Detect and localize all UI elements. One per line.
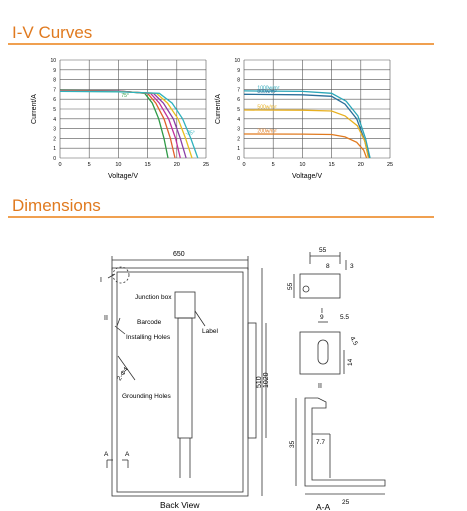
chart2-series-label: 500w/m²	[257, 104, 277, 110]
chart2-ytick-label: 1	[237, 146, 240, 152]
aa-caption: A-A	[316, 502, 331, 511]
chart1-ytick-label: 2	[53, 136, 56, 142]
chart1-ytick-label: 0	[53, 156, 56, 162]
chart2-xtick-label: 10	[299, 162, 305, 168]
section-a-left-label: A	[104, 451, 109, 458]
chart2-xtick-label: 20	[358, 162, 364, 168]
aa-dim-width: 25	[342, 499, 350, 506]
chart1-series-line	[59, 90, 199, 159]
chart1-ytick-label: 6	[53, 97, 56, 103]
chart2-xtick-label: 15	[329, 162, 335, 168]
chart1-xtick-label: 10	[115, 162, 121, 168]
chart1-series-line	[59, 89, 169, 159]
height-dim-inner-text: 510	[256, 376, 263, 388]
chart1-xtick-label: 5	[88, 162, 91, 168]
chart1-ytick-label: 5	[53, 107, 56, 113]
dimensions-drawing: 650 510 1020 I II Junction box Barcode L…	[100, 247, 386, 511]
panel-side-rail	[247, 322, 257, 439]
aa-dim-inner: 7.7	[316, 439, 325, 446]
chart2-series-line	[243, 133, 368, 159]
chart1-xtick-label: 0	[58, 162, 61, 168]
chart2-ytick-label: 0	[237, 156, 240, 162]
detail-ii-dim-4-5: 4.5	[348, 336, 359, 348]
detail-ii-shape	[299, 331, 341, 375]
detail-i-dim-top: 55	[319, 247, 327, 254]
chart1-xtick-label: 15	[145, 162, 151, 168]
chart1-ytick-label: 10	[50, 58, 56, 64]
height-dim-outer-text: 1020	[263, 372, 270, 388]
chart2-ytick-label: 9	[237, 68, 240, 74]
aa-profile-shape	[304, 397, 386, 487]
detail-i-shape	[299, 273, 341, 299]
chart2-ytick-label: 5	[237, 107, 240, 113]
chart2-series-label: 1000w/m²	[257, 85, 279, 91]
chart1-xtick-label: 25	[203, 162, 209, 168]
chart1-ytick-label: 4	[53, 117, 56, 123]
marker-ii-label: II	[104, 315, 108, 322]
chart2-xtick-label: 25	[387, 162, 393, 168]
chart2-ytick-label: 6	[237, 97, 240, 103]
barcode-label: Barcode	[137, 319, 162, 326]
width-dim-text: 650	[173, 251, 185, 258]
chart2-series-line	[243, 90, 371, 159]
chart1-annotation: -25°	[186, 130, 195, 136]
chart2-xtick-label: 5	[272, 162, 275, 168]
detail-i-caption: I	[321, 308, 323, 315]
junction-box-label: Junction box	[135, 294, 172, 301]
iv-title-rule	[8, 43, 434, 45]
chart2-ytick-label: 2	[237, 136, 240, 142]
chart1-annotation: 75°	[121, 93, 129, 99]
dimensions-title: Dimensions	[12, 196, 101, 215]
chart1-ytick-label: 7	[53, 87, 56, 93]
chart1-ytick-label: 8	[53, 78, 56, 84]
chart2-ytick-label: 7	[237, 87, 240, 93]
detail-i-dim-right: 3	[350, 263, 354, 270]
cable-shape	[177, 317, 193, 439]
chart2-series-label: 200w/m²	[257, 128, 277, 134]
chart2-ytick-label: 10	[234, 58, 240, 64]
detail-ii-dim-5-5: 5.5	[340, 314, 349, 321]
chart2-ylabel: Current/A	[215, 94, 222, 124]
aa-dim-height: 35	[289, 440, 296, 448]
chart1-ytick-label: 3	[53, 127, 56, 133]
iv-curves-title: I-V Curves	[12, 23, 93, 42]
grounding-holes-label: Grounding Holes	[122, 393, 172, 400]
chart1-ytick-label: 9	[53, 68, 56, 74]
detail-ii-dim-14: 14	[347, 358, 354, 366]
detail-i-dim-left: 55	[287, 282, 294, 290]
chart2-series-label: 800w/m²	[257, 89, 277, 95]
panel-frame-inner	[116, 271, 244, 493]
chart2-ytick-label: 3	[237, 127, 240, 133]
detail-ii-dim-9: 9	[320, 314, 324, 321]
chart2-series-line	[243, 109, 370, 159]
chart2-xtick-label: 0	[242, 162, 245, 168]
section-a-right-label: A	[125, 451, 130, 458]
dimensions-title-rule	[8, 216, 434, 218]
detail-i-marker-circle	[112, 266, 130, 284]
chart1-ylabel: Current/A	[31, 94, 38, 124]
detail-ii-caption: II	[318, 383, 322, 390]
chart1-xlabel: Voltage/V	[108, 173, 138, 180]
chart1-ytick-label: 1	[53, 146, 56, 152]
chart2-ytick-label: 8	[237, 78, 240, 84]
chart1-xtick-label: 20	[174, 162, 180, 168]
chart2-ytick-label: 4	[237, 117, 240, 123]
chart2-xlabel: Voltage/V	[292, 173, 322, 180]
junction-box-shape	[174, 291, 196, 319]
detail-i-dim-small: 8	[326, 263, 330, 270]
marker-i-label: I	[100, 277, 102, 284]
label-label: Label	[202, 328, 218, 335]
installing-holes-label: Installing Holes	[126, 334, 171, 341]
hole-diameter-label: 2-Φ4	[116, 366, 130, 382]
back-view-caption: Back View	[160, 500, 200, 510]
